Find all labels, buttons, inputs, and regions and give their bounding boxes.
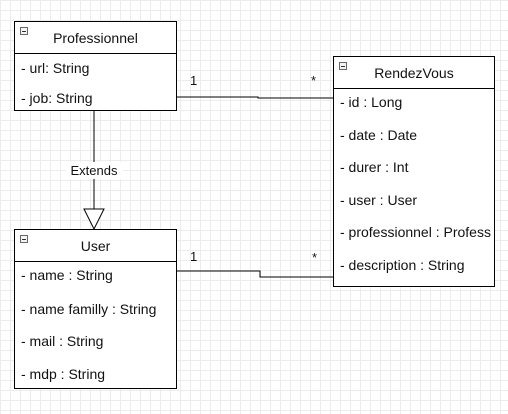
class-name: User xyxy=(80,237,111,254)
attribute[interactable]: - mail : String xyxy=(21,333,104,349)
multiplicity-user-source: 1 xyxy=(190,249,197,264)
class-rendezvous[interactable]: RendezVous - id : Long - date : Date - d… xyxy=(333,56,495,287)
class-header[interactable]: Professionnel xyxy=(15,22,176,54)
collapse-icon[interactable] xyxy=(339,62,347,70)
association-pro-rdv[interactable] xyxy=(177,96,333,99)
multiplicity-pro-source: 1 xyxy=(190,73,197,88)
attribute[interactable]: - job: String xyxy=(21,90,93,106)
collapse-icon[interactable] xyxy=(20,27,28,35)
multiplicity-user-target: * xyxy=(312,250,317,265)
class-header[interactable]: RendezVous xyxy=(334,57,494,89)
class-name: RendezVous xyxy=(374,64,454,81)
class-header[interactable]: User xyxy=(15,230,176,262)
collapse-icon[interactable] xyxy=(20,235,28,243)
attribute[interactable]: - mdp : String xyxy=(21,366,106,382)
attribute[interactable]: - name : String xyxy=(21,267,113,283)
attribute[interactable]: - url: String xyxy=(21,60,90,76)
extends-label: Extends xyxy=(71,163,118,178)
class-name: Professionnel xyxy=(53,29,138,46)
class-professionnel[interactable]: Professionnel - url: String - job: Strin… xyxy=(14,21,177,111)
attribute[interactable]: - durer : Int xyxy=(340,159,409,175)
multiplicity-pro-target: * xyxy=(311,73,316,88)
extends-label-bg xyxy=(66,162,123,179)
attribute[interactable]: - name familly : String xyxy=(21,301,157,317)
generalization-arrowhead xyxy=(83,208,105,231)
attribute[interactable]: - id : Long xyxy=(340,94,403,110)
association-user-rdv[interactable] xyxy=(177,270,333,278)
attribute[interactable]: - user : User xyxy=(340,192,418,208)
attribute[interactable]: - description : String xyxy=(340,257,465,273)
attribute[interactable]: - date : Date xyxy=(340,127,418,143)
class-user[interactable]: User - name : String - name familly : St… xyxy=(14,229,177,389)
attribute[interactable]: - professionnel : Profess xyxy=(340,224,491,240)
